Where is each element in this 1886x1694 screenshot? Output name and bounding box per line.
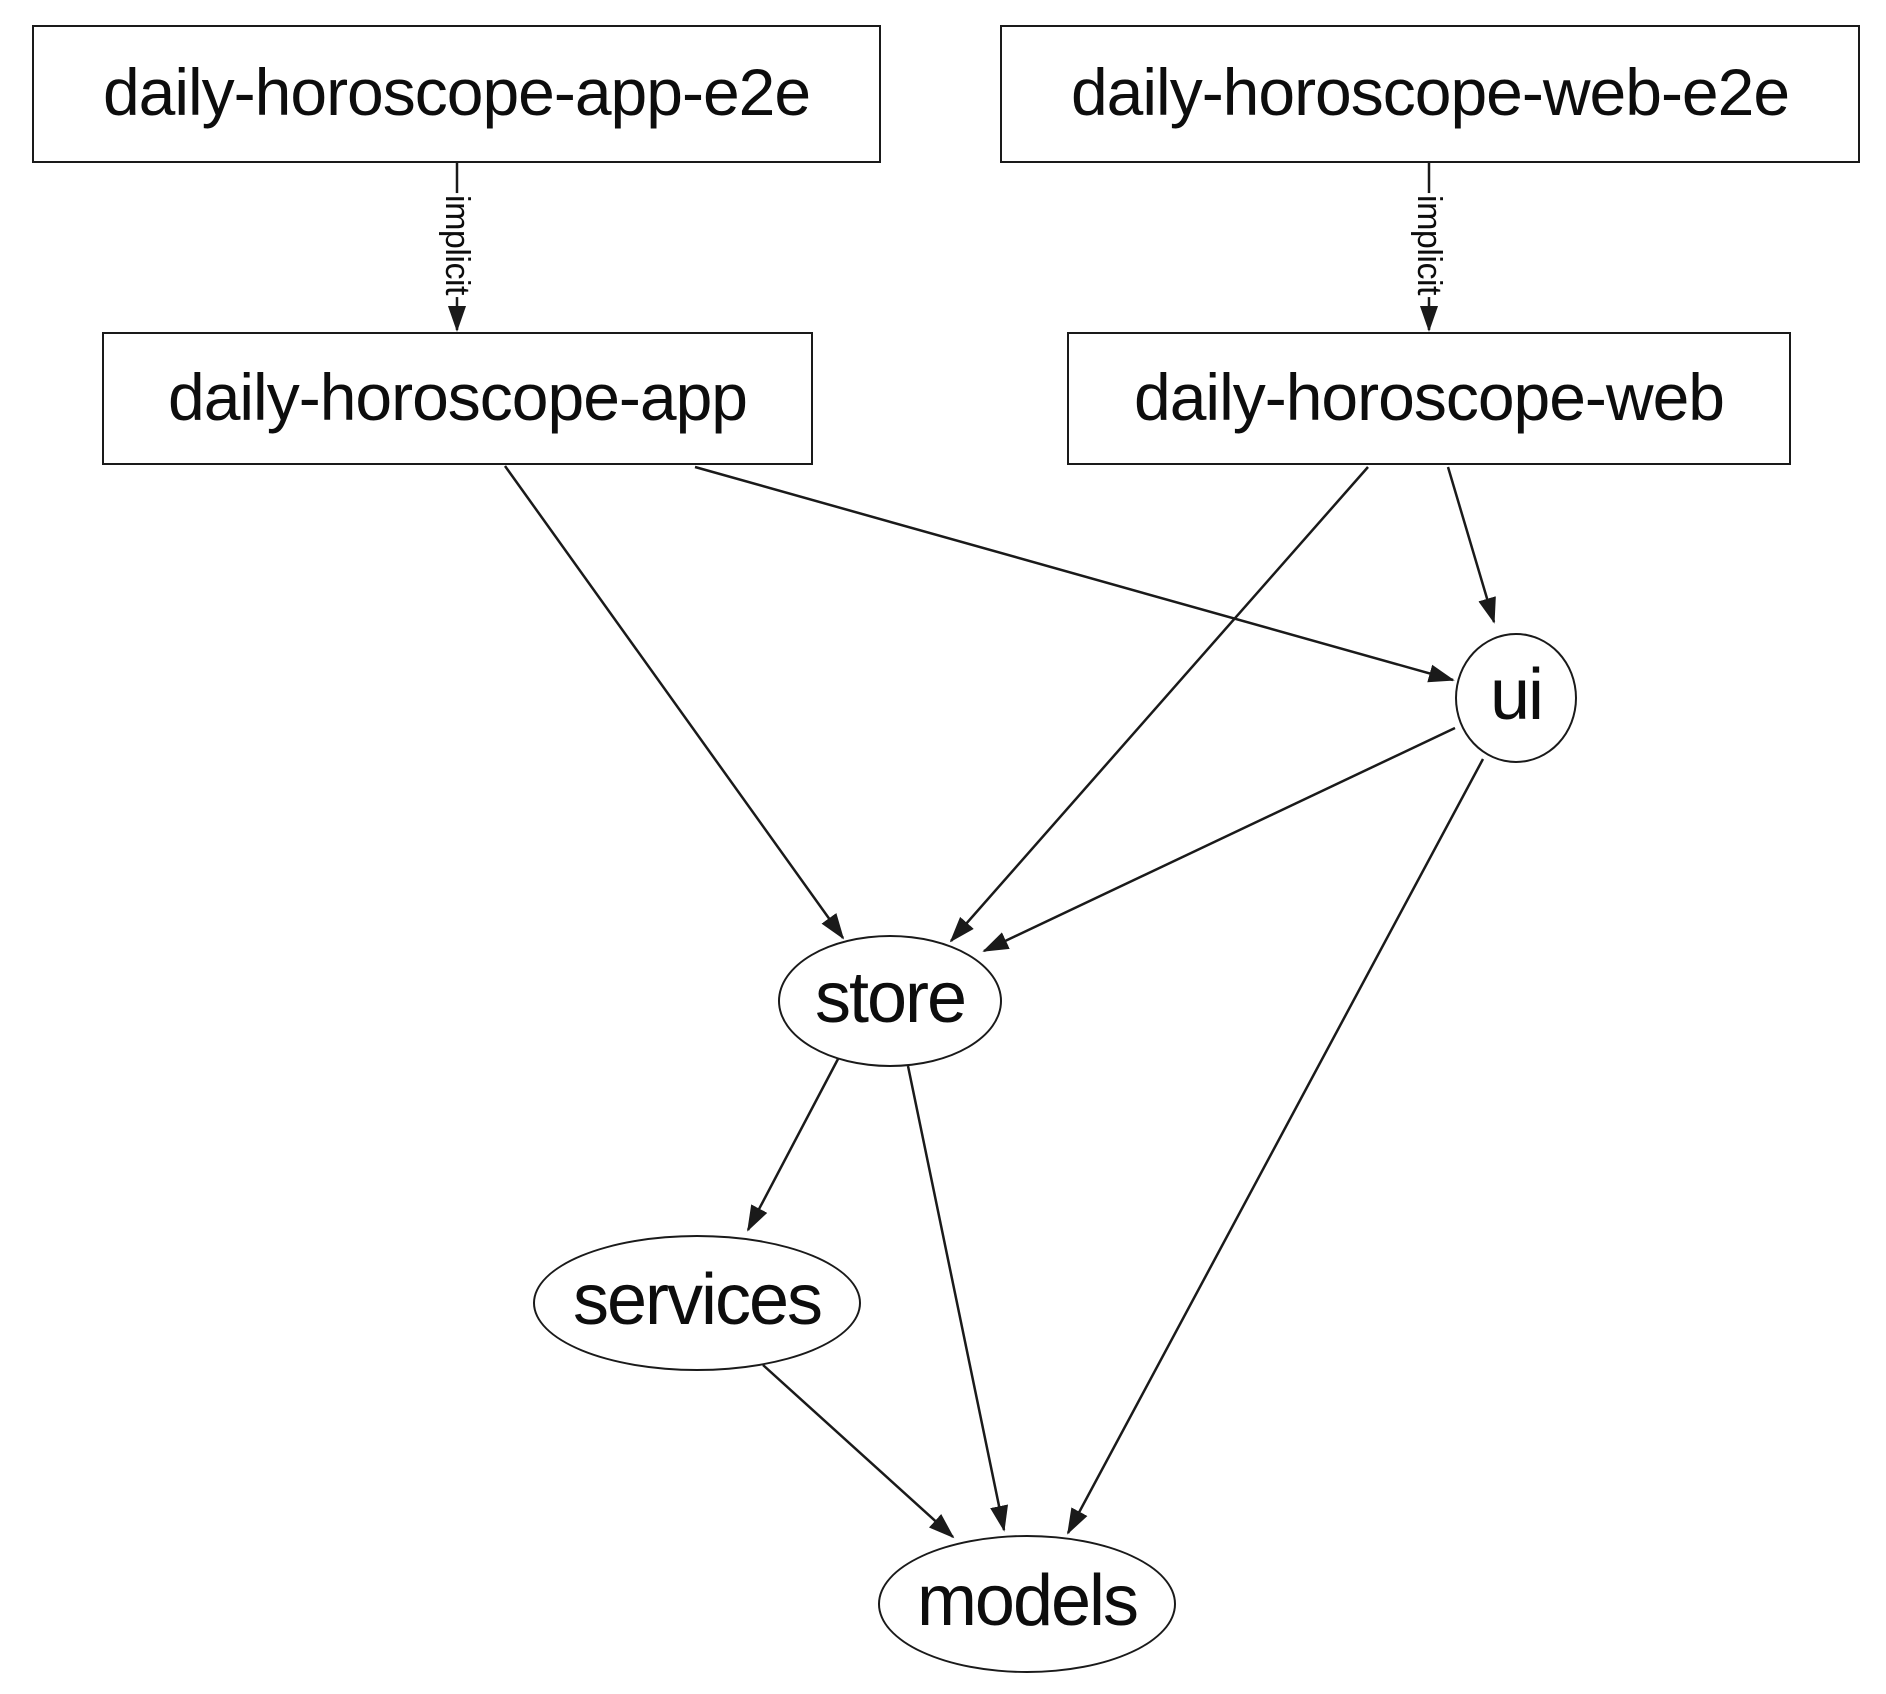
node-models: models — [878, 1535, 1176, 1673]
node-label: daily-horoscope-app-e2e — [102, 55, 811, 129]
node-ui: ui — [1455, 633, 1577, 763]
node-store: store — [778, 935, 1002, 1067]
edge-label-implicit: implicit — [1409, 193, 1449, 297]
node-services: services — [533, 1235, 861, 1371]
node-label: daily-horoscope-web-e2e — [1070, 55, 1790, 129]
edge-web-to-store — [949, 466, 1369, 943]
node-label: models — [916, 1561, 1139, 1641]
node-daily-horoscope-web: daily-horoscope-web — [1067, 332, 1791, 465]
node-label: services — [572, 1260, 823, 1340]
edge-ui-to-store — [982, 726, 1456, 953]
edge-app-to-store — [503, 465, 845, 940]
node-label: ui — [1489, 655, 1544, 735]
edge-ui-to-models — [1066, 758, 1485, 1535]
edge-store-to-services — [746, 1058, 840, 1232]
node-daily-horoscope-web-e2e: daily-horoscope-web-e2e — [1000, 25, 1860, 163]
edge-app-to-ui — [694, 465, 1455, 683]
node-label: daily-horoscope-web — [1134, 359, 1725, 434]
edge-store-to-models — [906, 1065, 1009, 1532]
edge-web-to-ui — [1446, 466, 1496, 624]
node-daily-horoscope-app: daily-horoscope-app — [102, 332, 813, 465]
edge-label-implicit: implicit — [437, 193, 477, 297]
node-daily-horoscope-app-e2e: daily-horoscope-app-e2e — [32, 25, 881, 163]
edge-services-to-models — [762, 1364, 955, 1539]
node-label: daily-horoscope-app — [167, 359, 748, 434]
node-label: store — [814, 958, 967, 1038]
